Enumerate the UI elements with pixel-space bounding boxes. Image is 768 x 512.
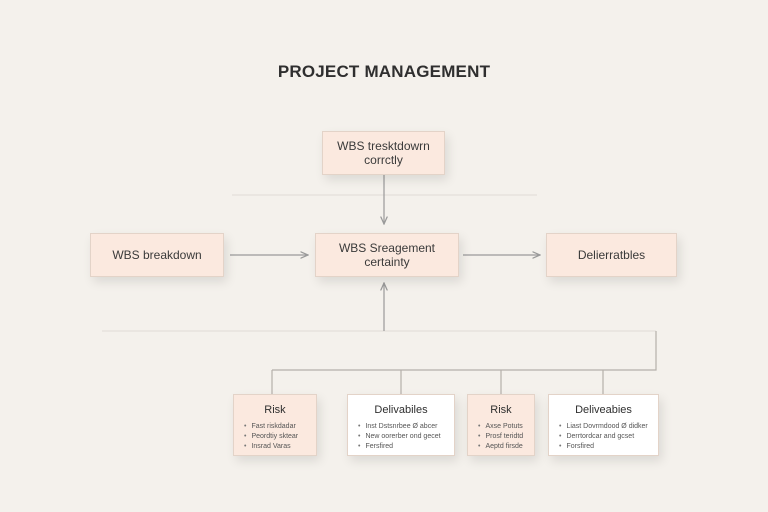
diagram-title: PROJECT MANAGEMENT	[277, 62, 491, 81]
card-item: Aeptd firsde	[478, 442, 534, 452]
card-item: Fersfired	[358, 442, 454, 452]
card-title: Deliveabies	[575, 404, 632, 416]
node-wbs-breakdown: WBS breakdown	[90, 233, 224, 277]
node-wbs-center-label: WBS Sreagement certainty	[338, 241, 436, 269]
node-wbs-breakdown-label: WBS breakdown	[112, 248, 202, 262]
card-deliverables-1: Delivabiles Inst Dstsnrbee Ø abcer New o…	[347, 394, 455, 456]
node-wbs-top: WBS tresktdowrn corrctly	[322, 131, 445, 175]
node-deliverables-label: Delierratbles	[577, 248, 646, 262]
card-title: Delivabiles	[374, 404, 428, 416]
card-item: Liast Dovrmdood Ø didker	[559, 422, 658, 432]
card-item: Peordtiy sktear	[244, 432, 316, 442]
card-item: Fast riskdadar	[244, 422, 316, 432]
card-item: Prosf teridtd	[478, 432, 534, 442]
card-risk-2: Risk Axse Potuts Prosf teridtd Aeptd fir…	[467, 394, 535, 456]
card-item: Inst Dstsnrbee Ø abcer	[358, 422, 454, 432]
node-wbs-center: WBS Sreagement certainty	[315, 233, 459, 277]
card-item: Derrtordcar and gcset	[559, 432, 658, 442]
card-item: New oorerber ond gecet	[358, 432, 454, 442]
card-item: Forsfired	[559, 442, 658, 452]
card-title: Risk	[490, 404, 512, 416]
node-wbs-top-label: WBS tresktdowrn corrctly	[337, 139, 430, 167]
tree-connector	[272, 331, 657, 371]
card-risk-1: Risk Fast riskdadar Peordtiy sktear Insr…	[233, 394, 317, 456]
card-item: Insrad Varas	[244, 442, 316, 452]
card-title: Risk	[264, 404, 286, 416]
node-deliverables: Delierratbles	[546, 233, 677, 277]
card-item: Axse Potuts	[478, 422, 534, 432]
card-deliverables-2: Deliveabies Liast Dovrmdood Ø didker Der…	[548, 394, 659, 456]
